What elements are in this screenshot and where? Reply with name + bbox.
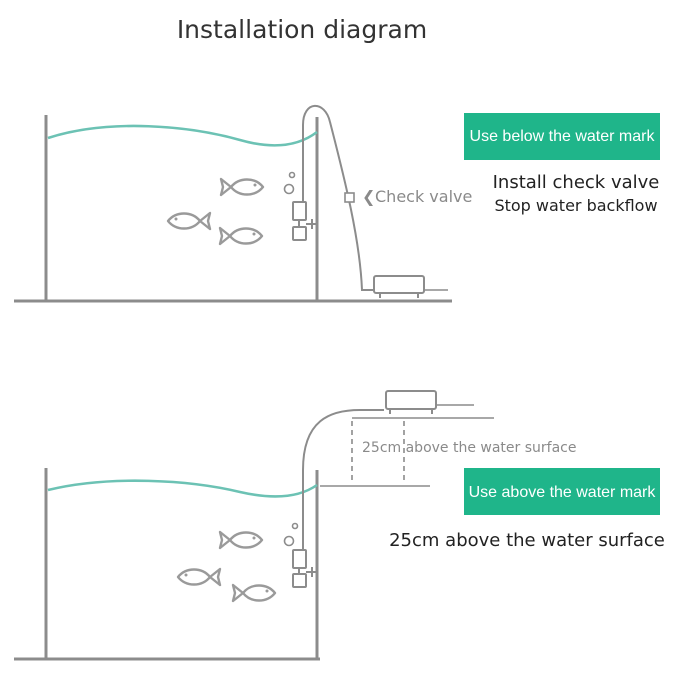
badge-background	[464, 468, 660, 515]
device-box-icon	[385, 390, 474, 414]
check-valve-label: Check valve	[375, 187, 472, 206]
fish-icon	[166, 211, 212, 231]
bubble-icon	[283, 535, 295, 547]
pump-icon	[292, 549, 316, 588]
bubble-icon	[288, 171, 296, 179]
diagram-title: Installation diagram	[177, 15, 427, 44]
check-valve-icon	[344, 192, 355, 203]
note-stop-backflow: Stop water backflow	[494, 196, 657, 215]
badge-label: Use above the water mark	[469, 484, 657, 501]
badge-background	[464, 113, 660, 160]
water-surface	[47, 124, 318, 147]
height-label: 25cm above the water surface	[362, 440, 576, 456]
note-install-check-valve: Install check valve	[493, 172, 660, 193]
fish-icon	[219, 177, 265, 197]
device-box-icon	[373, 275, 448, 298]
fish-icon	[218, 530, 264, 550]
badge-above-water-mark: Use above the water mark	[464, 468, 660, 515]
bottom-aquarium: 25cm above the water surface	[14, 390, 576, 661]
outlet-tube	[302, 104, 374, 291]
inlet-tube	[302, 409, 384, 550]
water-surface	[47, 479, 318, 498]
top-aquarium: ❮ Check valve	[14, 104, 472, 303]
bubble-icon	[283, 183, 295, 195]
fish-icon	[176, 567, 222, 587]
badge-label: Use below the water mark	[470, 128, 656, 145]
pump-icon	[292, 201, 316, 241]
bubble-icon	[291, 522, 299, 530]
fish-icon	[218, 226, 264, 246]
note-25cm-above: 25cm above the water surface	[389, 530, 665, 551]
check-valve-arrow: ❮	[362, 187, 375, 206]
fish-icon	[231, 583, 277, 603]
badge-below-water-mark: Use below the water mark	[464, 113, 660, 160]
